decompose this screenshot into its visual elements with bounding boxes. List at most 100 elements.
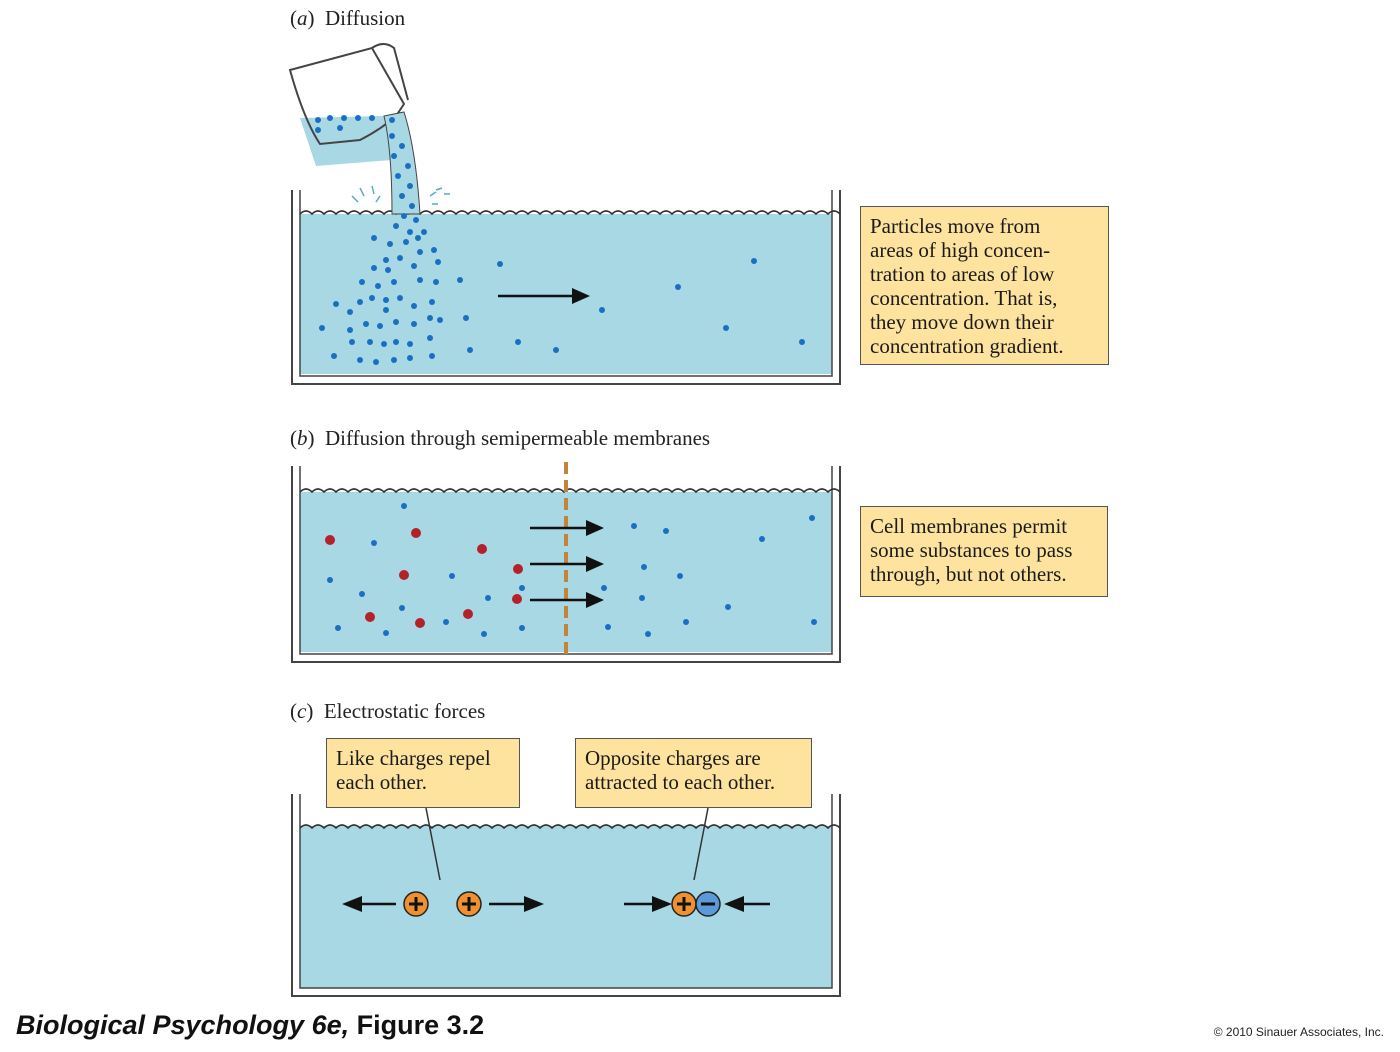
callout-line: through, but not others. [870, 562, 1067, 586]
blue-particle [357, 299, 363, 305]
copyright-notice: © 2010 Sinauer Associates, Inc. [1213, 1025, 1384, 1039]
blue-particle [393, 223, 399, 229]
water-surface-c [299, 824, 841, 830]
membrane-arrows [530, 520, 604, 608]
blue-particle [411, 303, 417, 309]
callout-membranes: Cell membranes permit some substances to… [860, 506, 1108, 597]
blue-particle [519, 625, 525, 631]
repel-arrow-left [342, 896, 396, 912]
panel-b-title: (b) Diffusion through semipermeable memb… [290, 426, 711, 450]
blue-particle [413, 217, 419, 223]
blue-particle [663, 528, 669, 534]
blue-particle [485, 595, 491, 601]
blue-particle [759, 536, 765, 542]
blue-particle [481, 631, 487, 637]
red-particle [463, 609, 473, 619]
callout-like-charges: Like charges repel each other. [326, 738, 520, 808]
blue-particle [389, 117, 395, 123]
blue-particle [395, 173, 401, 179]
blue-particle [429, 353, 435, 359]
panel-b-title-text: Diffusion through semipermeable membrane… [325, 426, 711, 450]
callout-line: areas of high concen- [870, 238, 1051, 262]
red-particle [325, 535, 335, 545]
attract-arrow-left [724, 896, 770, 912]
blue-particle [375, 283, 381, 289]
blue-particle [429, 299, 435, 305]
blue-particle [399, 193, 405, 199]
blue-particle [433, 279, 439, 285]
panel-c-title-text: Electrostatic forces [323, 699, 486, 723]
callout-line: each other. [336, 770, 427, 794]
blue-particle [367, 339, 373, 345]
callout-line: Cell membranes permit [870, 514, 1068, 538]
gradient-arrow-a [498, 288, 590, 304]
blue-particle [497, 261, 503, 267]
blue-particle [675, 284, 681, 290]
blue-particle [387, 241, 393, 247]
water-surface-b [299, 488, 841, 494]
water-surface-a [299, 210, 841, 216]
blue-particle [811, 619, 817, 625]
tank-b [291, 462, 841, 663]
blue-particle [427, 335, 433, 341]
blue-particle [417, 277, 423, 283]
blue-particle [385, 267, 391, 273]
blue-particle [371, 540, 377, 546]
red-particle [415, 618, 425, 628]
red-particle [411, 528, 421, 538]
blue-particle [401, 503, 407, 509]
panel-a-title-text: Diffusion [325, 6, 406, 30]
callout-line: attracted to each other. [585, 770, 776, 794]
blue-particle [403, 239, 409, 245]
blue-particle [397, 295, 403, 301]
blue-particle [751, 258, 757, 264]
blue-particle [407, 355, 413, 361]
blue-particle [347, 309, 353, 315]
cation-icon [671, 891, 697, 917]
tank-c [291, 794, 841, 997]
blue-particle [383, 297, 389, 303]
blue-particle [371, 265, 377, 271]
blue-particle [315, 127, 321, 133]
blue-particle [725, 604, 731, 610]
panel-a-title: (a) Diffusion [290, 6, 406, 30]
blue-particle [407, 341, 413, 347]
blue-particle [391, 357, 397, 363]
blue-particle [519, 585, 525, 591]
blue-particle [631, 523, 637, 529]
callout-opposite-charges: Opposite charges are attracted to each o… [575, 738, 812, 808]
blue-particle [393, 319, 399, 325]
blue-particle [799, 339, 805, 345]
red-particle [512, 594, 522, 604]
callout-line: concentration. That is, [870, 286, 1058, 310]
blue-particle [327, 577, 333, 583]
leader-line-attract [693, 807, 709, 881]
blue-particle [349, 339, 355, 345]
red-particle [477, 544, 487, 554]
blue-particle [355, 115, 361, 121]
blue-particle [371, 235, 377, 241]
red-particle [399, 570, 409, 580]
cation-icon [403, 891, 429, 917]
blue-particle [599, 307, 605, 313]
callout-line: Particles move from [870, 214, 1041, 238]
blue-particle [391, 279, 397, 285]
blue-particle [381, 341, 387, 347]
blue-particle [399, 143, 405, 149]
figure-number: Figure 3.2 [356, 1010, 485, 1040]
blue-particle [399, 605, 405, 611]
blue-particle [641, 564, 647, 570]
blue-particle [331, 353, 337, 359]
particles-b [325, 503, 817, 637]
blue-particle [407, 229, 413, 235]
red-particle [513, 564, 523, 574]
blue-particle [333, 301, 339, 307]
blue-particle [377, 323, 383, 329]
blue-particle [515, 339, 521, 345]
blue-particle [335, 625, 341, 631]
blue-particle [369, 295, 375, 301]
repel-arrow-right [489, 896, 544, 912]
blue-particle [605, 624, 611, 630]
blue-particle [443, 619, 449, 625]
